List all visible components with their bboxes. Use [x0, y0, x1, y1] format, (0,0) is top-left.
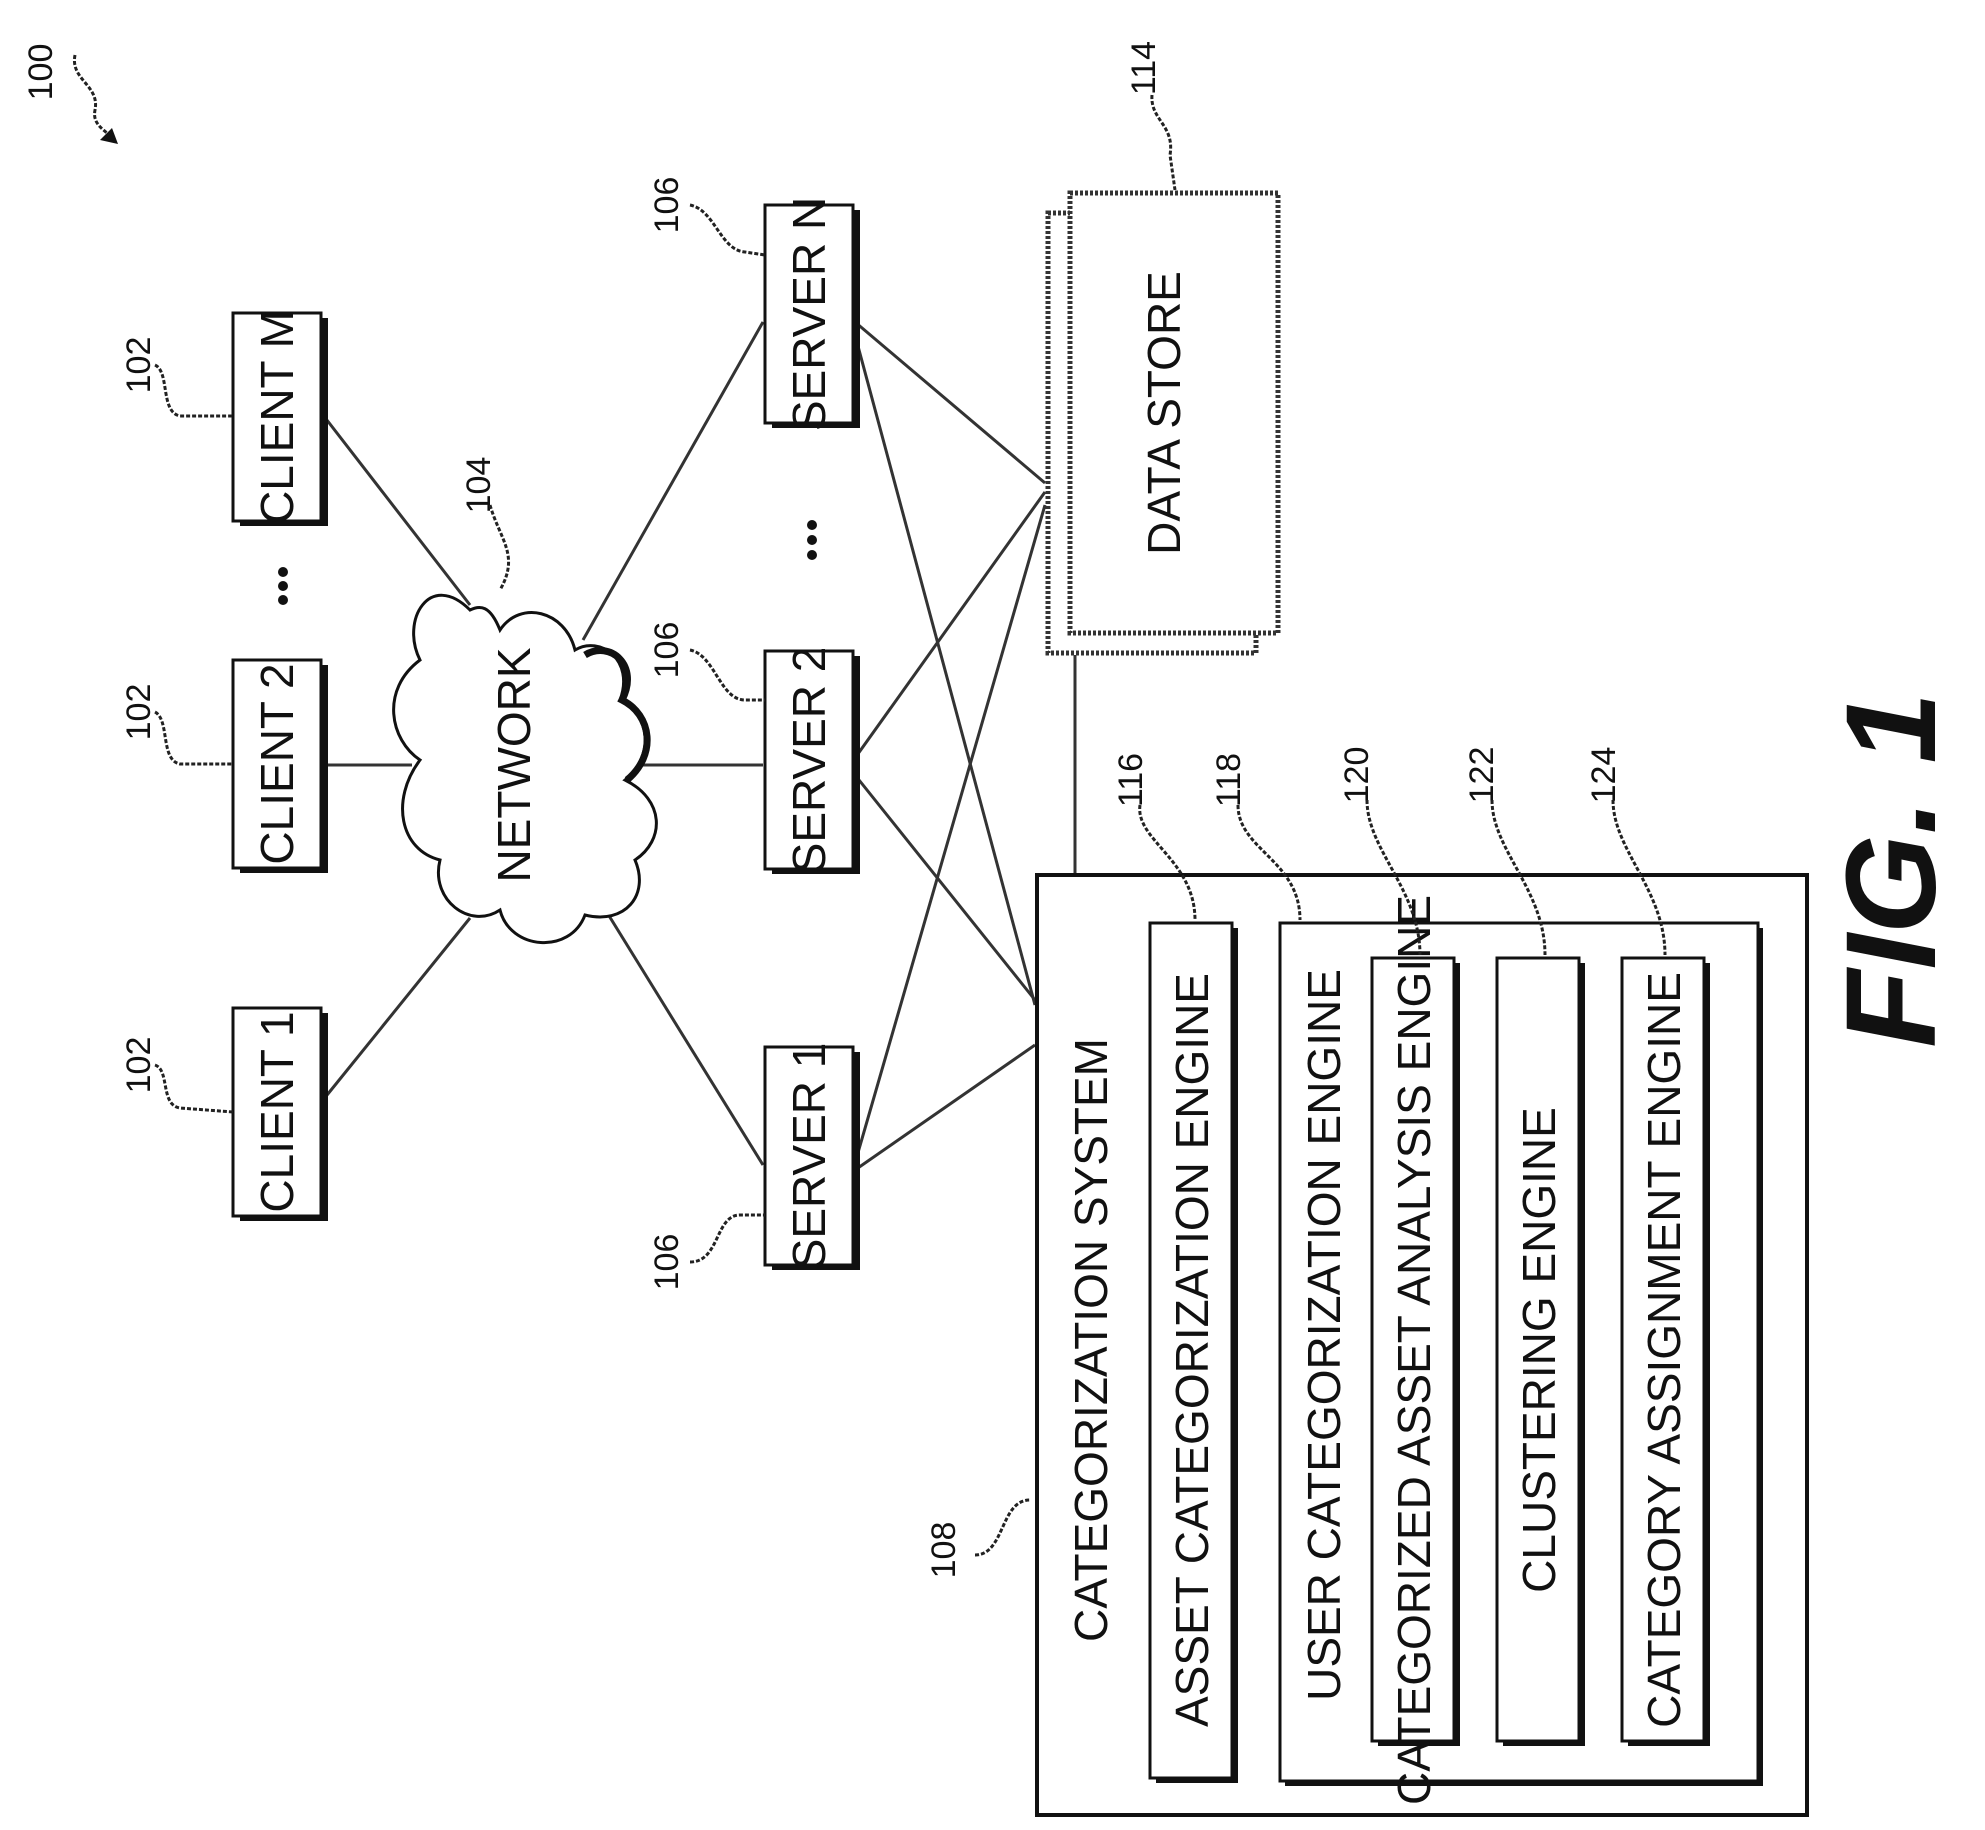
- client-node: 102 CLIENT 2: [120, 660, 328, 873]
- network-label: NETWORK: [488, 647, 540, 882]
- client-label: CLIENT M: [251, 310, 303, 524]
- server-label: SERVER 2: [783, 647, 835, 874]
- sub-engine-ref: 124: [1585, 747, 1623, 804]
- link-clientm-network: [323, 415, 470, 605]
- client-leader: [155, 712, 233, 764]
- link-server2-system: [855, 775, 1035, 1000]
- user-engine-label: USER CATEGORIZATION ENGINE: [1298, 969, 1350, 1701]
- server-leader: [690, 1215, 765, 1262]
- client-leader: [155, 1065, 233, 1112]
- link-server1-datastore: [855, 505, 1045, 1163]
- server-ref: 106: [648, 177, 686, 234]
- sub-engine-label: CLUSTERING ENGINE: [1513, 1107, 1565, 1593]
- link-network-server1: [590, 885, 763, 1165]
- system-ref: 108: [925, 1522, 963, 1579]
- network-cloud: NETWORK 104: [394, 457, 657, 943]
- categorization-system: CATEGORIZATION SYSTEM 108 ASSET CATEGORI…: [925, 747, 1807, 1815]
- link-server1-system: [855, 1045, 1035, 1170]
- figure-ref-arrowhead: [100, 128, 118, 144]
- link-network-servern: [583, 322, 763, 640]
- data-store-ref: 114: [1125, 41, 1163, 95]
- client-leader: [155, 365, 233, 416]
- clients-ellipsis: [278, 567, 288, 605]
- data-store-leader: [1152, 95, 1175, 190]
- server-label: SERVER 1: [783, 1043, 835, 1270]
- user-engine-ref: 118: [1210, 753, 1248, 807]
- client-ref: 102: [120, 1037, 158, 1094]
- server-node: 106 SERVER N: [648, 177, 860, 432]
- servers-ellipsis: [807, 520, 817, 560]
- client-ref: 102: [120, 684, 158, 741]
- asset-engine-label: ASSET CATEGORIZATION ENGINE: [1166, 973, 1218, 1727]
- client-ref: 102: [120, 337, 158, 394]
- network-leader: [490, 505, 509, 590]
- link-server2-datastore: [855, 492, 1045, 758]
- server-ref: 106: [648, 622, 686, 679]
- figure-ref-arrow: [74, 55, 115, 140]
- figure-ref-label: 100: [22, 44, 60, 101]
- link-servern-datastore: [855, 322, 1045, 483]
- server-leader: [690, 205, 765, 255]
- link-servern-system: [855, 335, 1035, 1005]
- data-store: DATA STORE 114: [1048, 41, 1278, 653]
- sub-engine-label: CATEGORY ASSIGNMENT ENGINE: [1638, 972, 1690, 1728]
- server-node: 106 SERVER 2: [648, 622, 860, 874]
- data-store-label: DATA STORE: [1138, 271, 1190, 555]
- system-leader: [975, 1500, 1030, 1555]
- client-node: CLIENT 1 102: [120, 1008, 328, 1221]
- server-ref: 106: [648, 1234, 686, 1291]
- network-ref: 104: [460, 457, 498, 514]
- asset-engine-ref: 116: [1112, 753, 1150, 807]
- sub-engine-ref: 120: [1338, 747, 1376, 804]
- server-label: SERVER N: [783, 197, 835, 431]
- link-client1-network: [323, 918, 470, 1100]
- figure-caption: FIG. 1: [1820, 692, 1963, 1048]
- system-label: CATEGORIZATION SYSTEM: [1065, 1038, 1117, 1642]
- client-node: 102 CLIENT M: [120, 310, 328, 526]
- sub-engine-label: CATEGORIZED ASSET ANALYSIS ENGINE: [1388, 895, 1440, 1805]
- server-leader: [690, 650, 765, 700]
- client-label: CLIENT 1: [251, 1011, 303, 1212]
- server-node: SERVER 1 106: [648, 1043, 860, 1291]
- client-label: CLIENT 2: [251, 663, 303, 864]
- sub-engine-ref: 122: [1463, 747, 1501, 804]
